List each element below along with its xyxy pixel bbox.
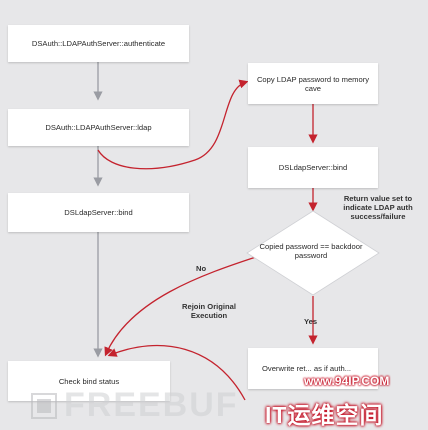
arrow-ldap-to-copy	[97, 79, 249, 170]
node-copy-password: Copy LDAP password to memory cave	[248, 63, 378, 104]
node-overwrite: Overwrite ret... as if auth...	[248, 348, 378, 389]
decision-text: Copied password == backdoor password	[259, 242, 363, 260]
arrow-no-to-check	[104, 254, 263, 357]
node-bind-left: DSLdapServer::bind	[8, 193, 189, 232]
label-no: No	[196, 264, 207, 273]
label-rejoin: Rejoin Original Execution	[181, 302, 236, 320]
node-authenticate: DSAuth::LDAPAuthServer::authenticate	[8, 25, 189, 62]
freebuf-watermark: FREEBUF	[64, 386, 239, 424]
label-return-value: Return value set to indicate LDAP auth s…	[343, 194, 413, 221]
arrow-overwrite-to-check	[107, 344, 246, 401]
chinese-watermark: IT运维空间	[265, 402, 384, 428]
site-watermark: www.94IP.COM	[304, 374, 390, 388]
decision-diamond	[246, 210, 380, 296]
node-ldap: DSAuth::LDAPAuthServer::ldap	[8, 109, 189, 146]
freebuf-logo	[31, 393, 57, 419]
node-bind-right: DSLdapServer::bind	[248, 147, 378, 188]
label-yes: Yes	[304, 317, 318, 326]
